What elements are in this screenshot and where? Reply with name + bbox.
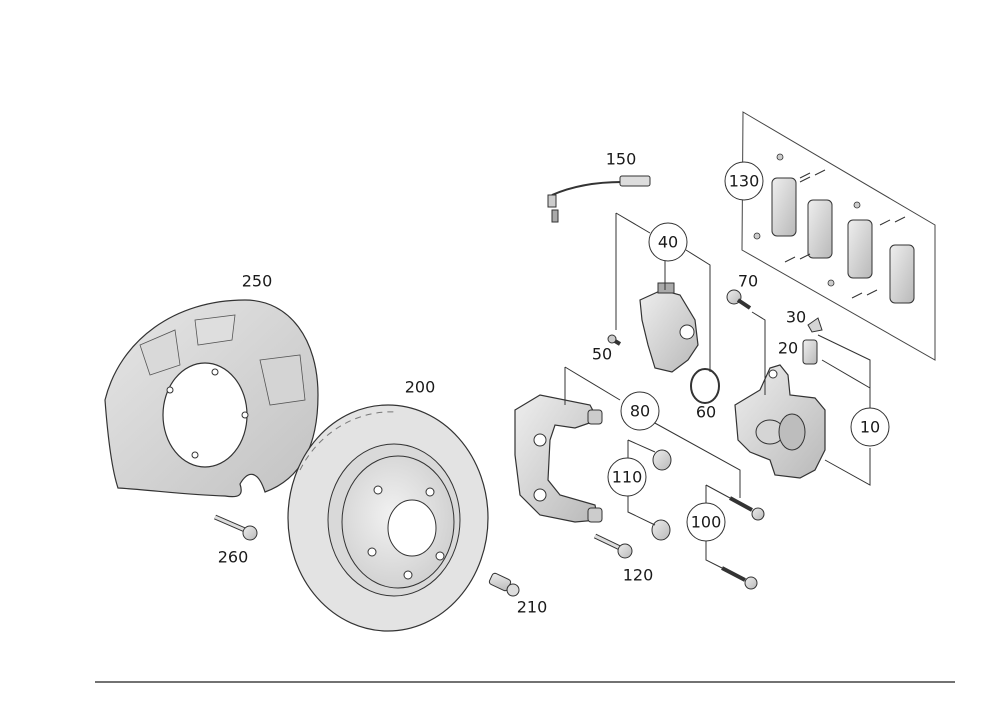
bleed-bolt-70 — [726, 289, 752, 310]
o-ring — [690, 368, 720, 404]
guide-bushes — [651, 449, 672, 541]
label-80: 80 — [630, 402, 650, 421]
caliper-carrier — [514, 394, 603, 523]
brake-caliper — [734, 364, 826, 479]
parking-brake-actuator — [639, 282, 699, 373]
label-120: 120 — [623, 566, 654, 585]
dust-shield — [104, 299, 319, 498]
label-130: 130 — [729, 172, 760, 191]
bolt-260 — [214, 514, 258, 541]
label-60: 60 — [696, 403, 716, 422]
brake-disc — [287, 404, 489, 632]
bolt-50 — [607, 334, 622, 346]
dust-cap-30 — [807, 317, 823, 333]
label-100: 100 — [691, 513, 722, 532]
label-30: 30 — [786, 308, 806, 327]
label-260: 260 — [218, 548, 249, 567]
label-40: 40 — [658, 233, 678, 252]
label-110: 110 — [612, 468, 643, 487]
label-150: 150 — [606, 150, 637, 169]
label-10: 10 — [860, 418, 880, 437]
screw-210 — [488, 572, 520, 597]
label-50: 50 — [592, 345, 612, 364]
brake-wear-sensor — [547, 175, 651, 223]
leader-lines — [564, 178, 871, 569]
label-210: 210 — [517, 598, 548, 617]
label-70: 70 — [738, 272, 758, 291]
label-250: 250 — [242, 272, 273, 291]
label-200: 200 — [405, 378, 436, 397]
bolt-120 — [593, 533, 633, 559]
bolts-100 — [721, 496, 765, 590]
bleeder-valve-20 — [802, 339, 818, 365]
label-20: 20 — [778, 339, 798, 358]
brake-pad-kit — [741, 111, 936, 361]
callouts — [607, 161, 890, 542]
